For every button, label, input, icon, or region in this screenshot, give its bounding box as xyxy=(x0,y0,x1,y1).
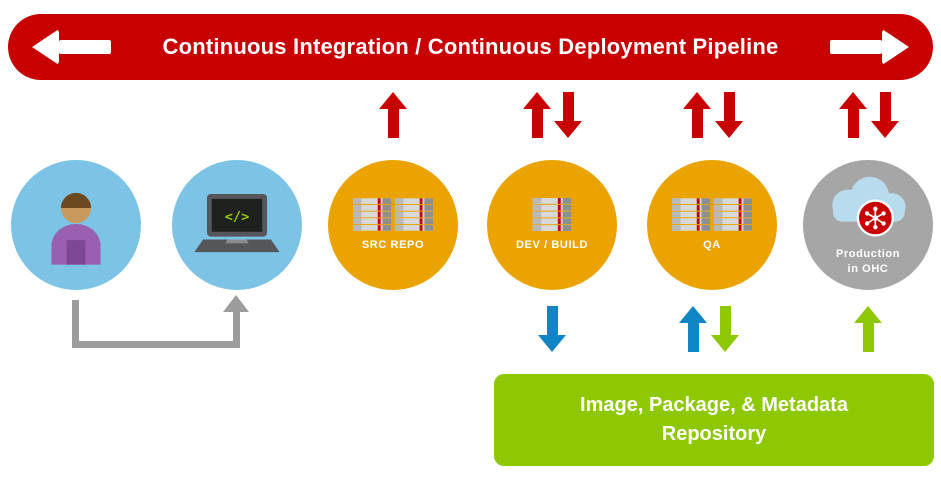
node-label: Production in OHC xyxy=(835,248,901,275)
right-arrow-icon xyxy=(830,29,909,65)
node-dev-build: DEV / BUILD xyxy=(487,160,617,290)
node-label: SRC REPO xyxy=(361,238,425,251)
node-label: DEV / BUILD xyxy=(516,238,588,251)
connector-line xyxy=(72,341,240,348)
repository-label-line1: Image, Package, & Metadata xyxy=(580,394,848,416)
down-arrow-icon-dev-build xyxy=(554,92,582,138)
laptop-icon: </> xyxy=(194,194,280,253)
down-arrow-icon-devbuild-repo xyxy=(538,306,566,352)
up-arrow-icon-repo-qa xyxy=(679,306,707,352)
server-stack-icon xyxy=(672,198,752,231)
connector-line xyxy=(72,300,79,348)
down-arrow-icon-qa-repo xyxy=(711,306,739,352)
person-icon xyxy=(51,192,101,265)
up-arrow-icon-repo-production xyxy=(854,306,882,352)
up-arrow-icon-workstation xyxy=(223,295,249,312)
code-glyph: </> xyxy=(225,209,249,225)
node-production: Production in OHC xyxy=(803,160,933,290)
node-workstation: </> xyxy=(172,160,302,290)
down-arrow-icon-qa xyxy=(715,92,743,138)
up-arrow-icon-dev-build xyxy=(523,92,551,138)
pipeline-title: Continuous Integration / Continuous Depl… xyxy=(162,34,779,59)
up-arrow-icon-qa xyxy=(683,92,711,138)
server-stack-icon xyxy=(532,198,572,231)
up-arrow-icon-production xyxy=(839,92,867,138)
left-arrow-icon xyxy=(32,29,111,65)
up-arrow-icon-src-repo xyxy=(379,92,407,138)
down-arrow-icon-production xyxy=(871,92,899,138)
pipeline-banner: Continuous Integration / Continuous Depl… xyxy=(8,14,933,80)
connector-line xyxy=(233,312,240,348)
repository-box: Image, Package, & Metadata Repository xyxy=(494,374,934,466)
cloud-openshift-icon xyxy=(832,176,906,237)
node-qa: QA xyxy=(647,160,777,290)
repository-label-line2: Repository xyxy=(661,423,767,445)
node-src-repo: SRC REPO xyxy=(328,160,458,290)
server-stack-icon xyxy=(353,198,433,231)
node-label: QA xyxy=(703,238,721,251)
node-developer xyxy=(11,160,141,290)
